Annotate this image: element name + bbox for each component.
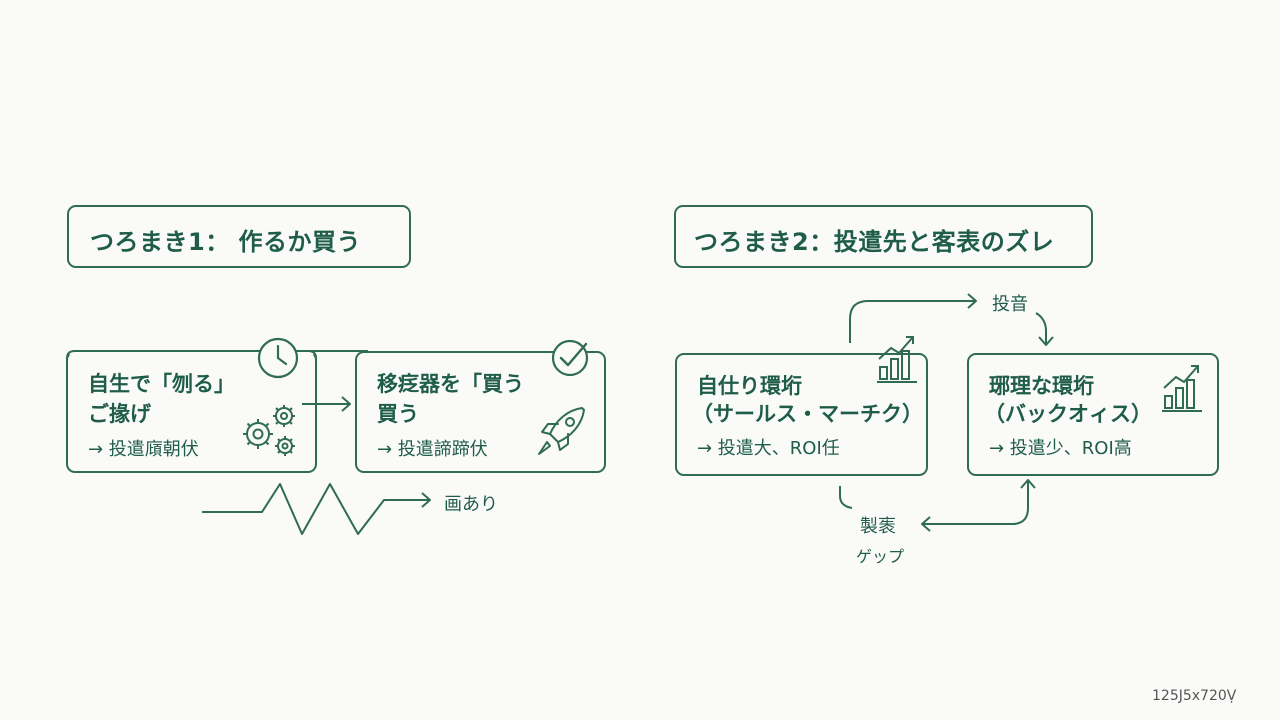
gap-label-1: 製袠 [860, 516, 896, 537]
clock-icon [257, 337, 299, 379]
buy-card-line2: 買う [377, 402, 419, 426]
image-dimensions-label: 125Ј5x720Ṿ [1152, 688, 1237, 704]
buy-card-result: → 投遣諦蹄伏 [377, 439, 488, 460]
build-card-line1: 自生で「刎る」 [88, 372, 235, 396]
backend-card [967, 353, 1219, 476]
gap-flow-arrow [839, 479, 1036, 532]
buy-card [355, 351, 606, 473]
right-title-box [674, 205, 1093, 268]
buy-card-line1: 移疺器を「買う [377, 372, 524, 396]
right-title: つろまき2：投遣先と客表のズレ [694, 228, 1055, 256]
checkmark-icon [551, 339, 589, 377]
investment-label: 投音 [992, 294, 1028, 315]
frontend-card-result: → 投遣大、ROI任 [697, 438, 840, 459]
gap-label-2: ゲップ [856, 547, 905, 566]
build-to-buy-arrow [302, 396, 351, 412]
backend-card-line2: （バックオィス） [984, 402, 1152, 426]
build-card-result: → 投遣廎朝伏 [88, 439, 199, 460]
gears-icon [243, 405, 295, 456]
build-card [66, 351, 317, 473]
left-title: つろまき1： 作るか買う [90, 228, 362, 256]
build-card-line2: ご掾げ [88, 402, 151, 426]
bar-chart-icon [877, 336, 917, 383]
zigzag-arrow [202, 483, 431, 535]
rocket-icon [538, 407, 585, 455]
investment-flow-arrow [849, 293, 1054, 346]
build-card-top-border [66, 350, 368, 360]
bar-chart-icon [1162, 365, 1202, 412]
backend-card-result: → 投遣少、ROI高 [989, 438, 1132, 459]
zigzag-label: 画あり [444, 494, 498, 515]
frontend-card [675, 353, 928, 476]
left-title-box [67, 205, 411, 268]
frontend-card-line2: （サールス・マーチク） [692, 402, 923, 426]
backend-card-line1: 琊理な環垳 [989, 374, 1094, 398]
frontend-card-line1: 自仕り環垳 [697, 374, 802, 398]
